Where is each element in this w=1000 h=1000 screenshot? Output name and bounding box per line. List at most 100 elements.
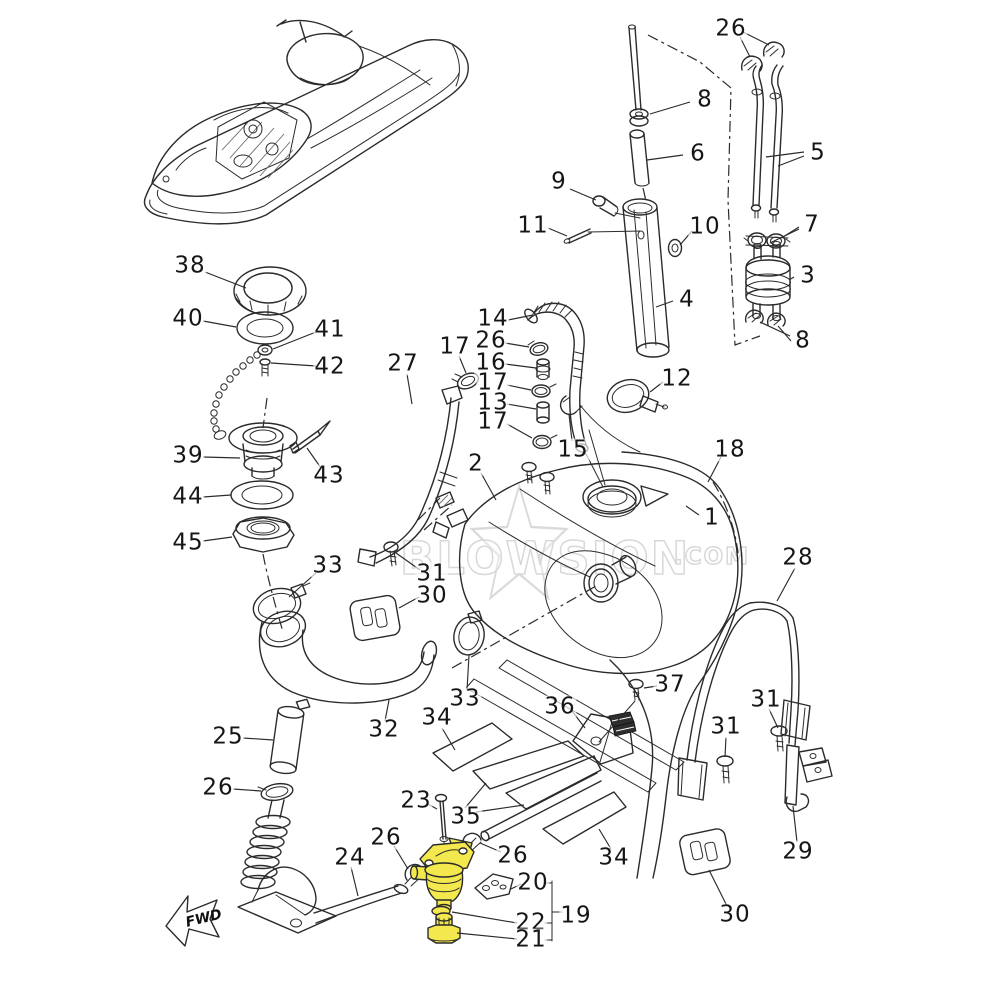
leader-line-35 xyxy=(464,782,487,809)
part-label-4: 4 xyxy=(678,286,696,313)
part-label-33: 33 xyxy=(448,685,482,712)
part-label-23: 23 xyxy=(399,787,433,814)
filler-neck-39 xyxy=(228,422,298,480)
part-label-1: 1 xyxy=(703,504,721,531)
mounting-pads xyxy=(432,678,644,845)
part-label-25: 25 xyxy=(211,723,245,750)
part-label-26: 26 xyxy=(369,824,403,851)
leader-line-45 xyxy=(202,536,233,542)
hose-clamp-12 xyxy=(606,378,668,414)
gasket-44 xyxy=(230,480,294,510)
leader-line-39 xyxy=(202,456,241,459)
filler-hose-assembly xyxy=(252,582,485,704)
clamp-26-pickup xyxy=(257,782,294,802)
part-label-10: 10 xyxy=(688,213,722,240)
part-label-40: 40 xyxy=(171,305,205,332)
fitting-8-top xyxy=(629,108,649,127)
part-label-34: 34 xyxy=(597,844,631,871)
fuel-cock-assembly xyxy=(404,793,563,944)
leader-line-24 xyxy=(350,866,359,897)
leader-line-30 xyxy=(708,869,728,907)
tank-filler-opening xyxy=(582,479,669,518)
leader-line-26 xyxy=(232,788,262,792)
pin-43 xyxy=(289,420,331,454)
hose-5-a xyxy=(750,64,765,219)
clip-8-bottom-b xyxy=(766,312,786,327)
leader-line-44 xyxy=(202,494,232,498)
leader-line-33 xyxy=(466,654,470,691)
part-label-17: 17 xyxy=(476,369,510,396)
detail-boundary xyxy=(647,34,761,346)
part-label-9: 9 xyxy=(550,168,568,195)
leader-line-34 xyxy=(598,828,612,850)
clamp-7-pair xyxy=(743,232,791,249)
part-label-30: 30 xyxy=(415,582,449,609)
part-label-21: 21 xyxy=(514,926,548,953)
leader-line-1 xyxy=(685,505,700,516)
hull-outline-18 xyxy=(621,451,743,879)
part-label-33: 33 xyxy=(311,552,345,579)
part-label-26: 26 xyxy=(714,15,748,42)
leader-line-35 xyxy=(475,804,525,813)
cylinder-25 xyxy=(269,698,311,775)
pad-34-2 xyxy=(542,791,627,845)
part-label-34: 34 xyxy=(420,704,454,731)
pin-11 xyxy=(563,228,592,244)
part-label-36: 36 xyxy=(543,693,577,720)
screw-31-bottom-right xyxy=(770,725,788,752)
damper-30-right xyxy=(679,828,731,876)
part-label-26: 26 xyxy=(201,774,235,801)
bellows xyxy=(240,814,291,890)
clip-8-bottom-a xyxy=(744,309,764,324)
part-label-15: 15 xyxy=(556,436,590,463)
pin-9 xyxy=(592,195,619,217)
leader-line-31 xyxy=(724,736,727,758)
part-label-27: 27 xyxy=(386,350,420,377)
part-label-30: 30 xyxy=(718,901,752,928)
pickup-assembly xyxy=(237,698,409,934)
leader-line-6 xyxy=(646,154,684,161)
leader-line-17 xyxy=(506,384,532,391)
leader-line-14 xyxy=(507,314,534,321)
leader-line-5 xyxy=(777,155,805,167)
fuel-tank xyxy=(417,451,743,879)
tube-6 xyxy=(629,129,650,187)
leader-line-34 xyxy=(441,727,456,751)
leader-line-9 xyxy=(569,188,597,201)
part-label-43: 43 xyxy=(312,462,346,489)
leader-line-17 xyxy=(506,423,533,439)
breather-tube-assembly xyxy=(563,24,683,358)
part-label-26: 26 xyxy=(496,842,530,869)
leader-line-41 xyxy=(272,331,317,350)
leader-line-4 xyxy=(655,300,674,308)
part-label-19: 19 xyxy=(559,902,593,929)
hose-clamp-33-left xyxy=(252,582,311,625)
bracket-29 xyxy=(784,744,833,813)
part-label-32: 32 xyxy=(367,716,401,743)
part-label-31: 31 xyxy=(415,560,449,587)
leader-line-42 xyxy=(270,362,317,367)
washer-10 xyxy=(667,238,683,258)
leader-line-27 xyxy=(406,373,413,405)
leader-line-26 xyxy=(393,845,409,870)
tube-13 xyxy=(536,401,550,424)
clip-26-top-b xyxy=(763,41,785,58)
fuel-cock-body xyxy=(409,837,475,913)
fuel-filter-assembly xyxy=(741,41,791,327)
part-label-8: 8 xyxy=(696,86,714,113)
leader-line-16 xyxy=(504,363,537,369)
tank-left-tabs xyxy=(417,491,469,539)
part-label-28: 28 xyxy=(781,544,815,571)
leader-line-28 xyxy=(776,567,796,602)
nipple-16 xyxy=(535,358,551,380)
part-label-16: 16 xyxy=(474,349,508,376)
tube-4 xyxy=(622,198,670,358)
leader-line-7 xyxy=(769,228,800,244)
plate-20 xyxy=(474,873,514,900)
part-label-24: 24 xyxy=(333,844,367,871)
leader-line-21 xyxy=(456,932,518,940)
part-label-41: 41 xyxy=(313,316,347,343)
part-label-31: 31 xyxy=(749,686,783,713)
fuel-filter-3 xyxy=(745,241,791,321)
pad-34-1 xyxy=(432,722,513,772)
